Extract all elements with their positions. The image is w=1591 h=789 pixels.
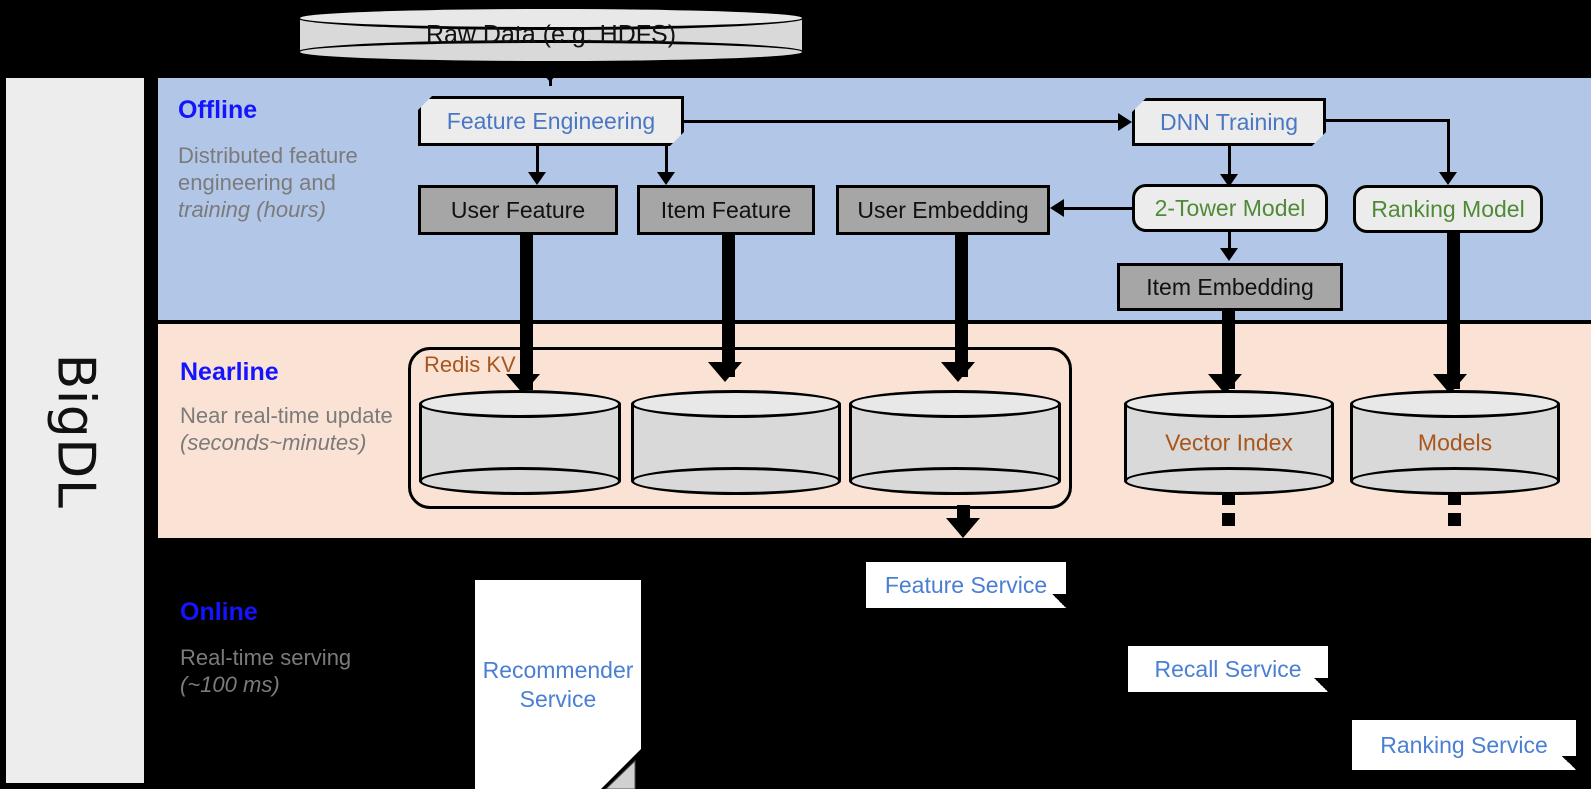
arrowhead-itemembedding-vectorindex	[1208, 374, 1242, 394]
online-subtitle-em: (~100 ms)	[180, 672, 280, 697]
models-label: Models	[1417, 429, 1493, 455]
edge-dnn-2tower	[1228, 146, 1231, 180]
node-user-feature[interactable]: User Feature	[418, 185, 618, 235]
stub-models-b	[1448, 513, 1461, 526]
stub-redis-featureservice	[957, 505, 970, 518]
arrowhead-userembedding-redis	[941, 362, 975, 382]
page-fold-icon	[1562, 756, 1576, 770]
service-recommender[interactable]: Recommender Service	[475, 580, 641, 789]
arrowhead-dnn-ranking	[1439, 172, 1457, 185]
node-dnn-training-label: DNN Training	[1159, 108, 1299, 135]
node-2tower-model[interactable]: 2-Tower Model	[1132, 184, 1328, 232]
offline-subtitle-text: Distributed feature engineering and	[178, 143, 358, 195]
node-dnn-training[interactable]: DNN Training	[1132, 98, 1326, 146]
page-fold-icon	[601, 749, 641, 789]
arrowhead-rawdata-fe	[533, 62, 567, 82]
cylinder-top	[849, 390, 1061, 418]
cylinder-bottom	[1124, 467, 1334, 495]
pipe-itemembedding-vectorindex	[1222, 311, 1235, 389]
node-user-embedding[interactable]: User Embedding	[836, 185, 1050, 235]
node-ranking-model-label: Ranking Model	[1371, 195, 1525, 222]
kv-cylinder-user-feature	[419, 390, 621, 495]
arrowhead-fe-userfeature	[528, 172, 546, 185]
arrowhead-userfeature-redis	[506, 374, 540, 394]
node-user-feature-label: User Feature	[450, 196, 586, 223]
service-recommender-label: Recommender Service	[482, 656, 634, 712]
offline-subtitle-em: training (hours)	[178, 197, 326, 222]
node-ranking-model[interactable]: Ranking Model	[1353, 185, 1543, 233]
node-2tower-model-label: 2-Tower Model	[1154, 194, 1306, 221]
arrowhead-fe-dnn	[1118, 113, 1132, 131]
pipe-userembedding-redis	[955, 235, 968, 377]
nearline-title: Nearline	[180, 358, 279, 386]
cylinder-top	[419, 390, 621, 418]
node-feature-engineering-label: Feature Engineering	[446, 107, 656, 134]
edge-fe-dnn	[684, 120, 1118, 123]
pipe-rankingmodel-models	[1447, 233, 1460, 389]
node-item-embedding[interactable]: Item Embedding	[1117, 263, 1343, 311]
page-fold-icon	[1314, 678, 1328, 692]
arrowhead-redis-featureservice	[946, 518, 980, 538]
arrowhead-itemfeature-redis	[708, 362, 742, 382]
cylinder-bottom	[631, 467, 841, 495]
page-fold-icon	[1052, 594, 1066, 608]
cylinder-top	[1124, 390, 1334, 418]
raw-data-label: Raw Data (e.g. HDFS)	[425, 20, 677, 49]
bigdl-label: BigDL	[45, 353, 106, 508]
raw-data-store: Raw Data (e.g. HDFS)	[297, 6, 805, 64]
edge-2tower-itemembedding	[1228, 232, 1231, 250]
arrowhead-2tower-userembedding	[1050, 199, 1064, 217]
service-feature-label: Feature Service	[884, 571, 1048, 598]
nearline-subtitle-em: (seconds~minutes)	[180, 430, 367, 455]
pipe-userfeature-redis	[520, 235, 533, 390]
arrowhead-rankingmodel-models	[1433, 374, 1467, 394]
node-item-feature[interactable]: Item Feature	[637, 185, 815, 235]
arrowhead-2tower-itemembedding	[1220, 248, 1238, 261]
cylinder-bottom	[419, 467, 621, 495]
service-recall[interactable]: Recall Service	[1128, 646, 1328, 692]
online-title: Online	[180, 598, 258, 626]
nearline-subtitle-text: Near real-time update	[180, 403, 393, 428]
online-subtitle: Real-time serving (~100 ms)	[180, 644, 410, 698]
edge-fe-itemfeature	[665, 146, 668, 174]
kv-cylinder-user-embedding	[849, 390, 1061, 495]
redis-kv-container	[408, 347, 1072, 509]
offline-subtitle: Distributed feature engineering and trai…	[178, 142, 408, 223]
service-ranking[interactable]: Ranking Service	[1352, 720, 1576, 770]
arrowhead-dnn-2tower	[1220, 174, 1238, 187]
stub-models-a	[1448, 492, 1461, 505]
edge-dnn-ranking-h	[1326, 119, 1450, 122]
kv-cylinder-item-feature	[631, 390, 841, 495]
pipe-itemfeature-redis	[722, 235, 735, 377]
vector-index-store: Vector Index	[1124, 390, 1334, 495]
node-user-embedding-label: User Embedding	[857, 196, 1029, 223]
models-store: Models	[1350, 390, 1560, 495]
node-feature-engineering[interactable]: Feature Engineering	[418, 96, 684, 146]
redis-kv-label: Redis KV	[424, 352, 516, 377]
cylinder-top	[631, 390, 841, 418]
stub-vectorindex-a	[1222, 492, 1235, 505]
cylinder-top	[297, 6, 805, 30]
stub-vectorindex-b	[1222, 513, 1235, 526]
vector-index-label: Vector Index	[1165, 429, 1293, 455]
cylinder-bottom	[1350, 467, 1560, 495]
cylinder-bottom	[849, 467, 1061, 495]
service-recall-label: Recall Service	[1154, 655, 1302, 682]
node-item-feature-label: Item Feature	[660, 196, 792, 223]
offline-title: Offline	[178, 96, 258, 124]
online-subtitle-text: Real-time serving	[180, 645, 352, 670]
edge-fe-userfeature	[536, 146, 539, 174]
node-item-embedding-label: Item Embedding	[1146, 273, 1314, 300]
arrowhead-fe-itemfeature	[657, 172, 675, 185]
cylinder-top	[1350, 390, 1560, 418]
nearline-subtitle: Near real-time update (seconds~minutes)	[180, 402, 410, 456]
edge-2tower-userembedding	[1064, 207, 1134, 210]
service-ranking-label: Ranking Service	[1380, 731, 1548, 758]
bigdl-rail: BigDL	[6, 78, 144, 783]
edge-dnn-ranking-v	[1447, 119, 1450, 177]
service-feature[interactable]: Feature Service	[866, 562, 1066, 608]
